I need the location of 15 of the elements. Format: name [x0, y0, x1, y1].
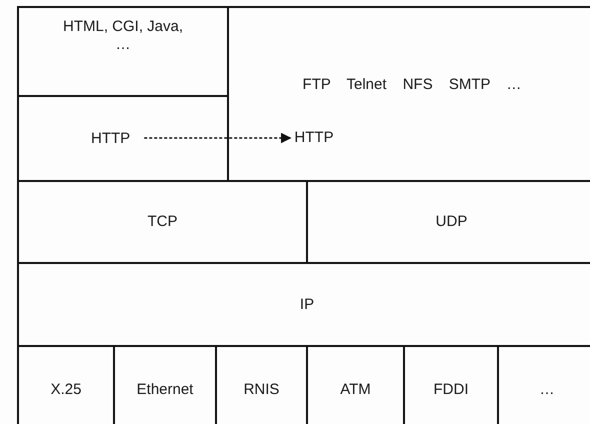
layer-box — [17, 6, 229, 97]
layer-label: … — [540, 381, 554, 399]
layer-label: X.25 — [50, 381, 82, 399]
layer-label: IP — [300, 296, 314, 314]
layer-label: ATM — [340, 381, 371, 399]
dashed-arrow — [144, 132, 292, 144]
layer-label: HTML, CGI, Java, … — [62, 18, 184, 54]
layer-label: HTTP — [91, 130, 130, 148]
layer-label: RNIS — [244, 381, 280, 399]
layer-label: FDDI — [434, 381, 468, 399]
layer-label: TCP — [148, 213, 178, 231]
protocol-label: HTTP — [294, 129, 334, 147]
layer-label: FTP Telnet NFS SMTP … — [302, 76, 522, 94]
layer-label: UDP — [436, 213, 468, 231]
layer-label: Ethernet — [136, 381, 194, 399]
